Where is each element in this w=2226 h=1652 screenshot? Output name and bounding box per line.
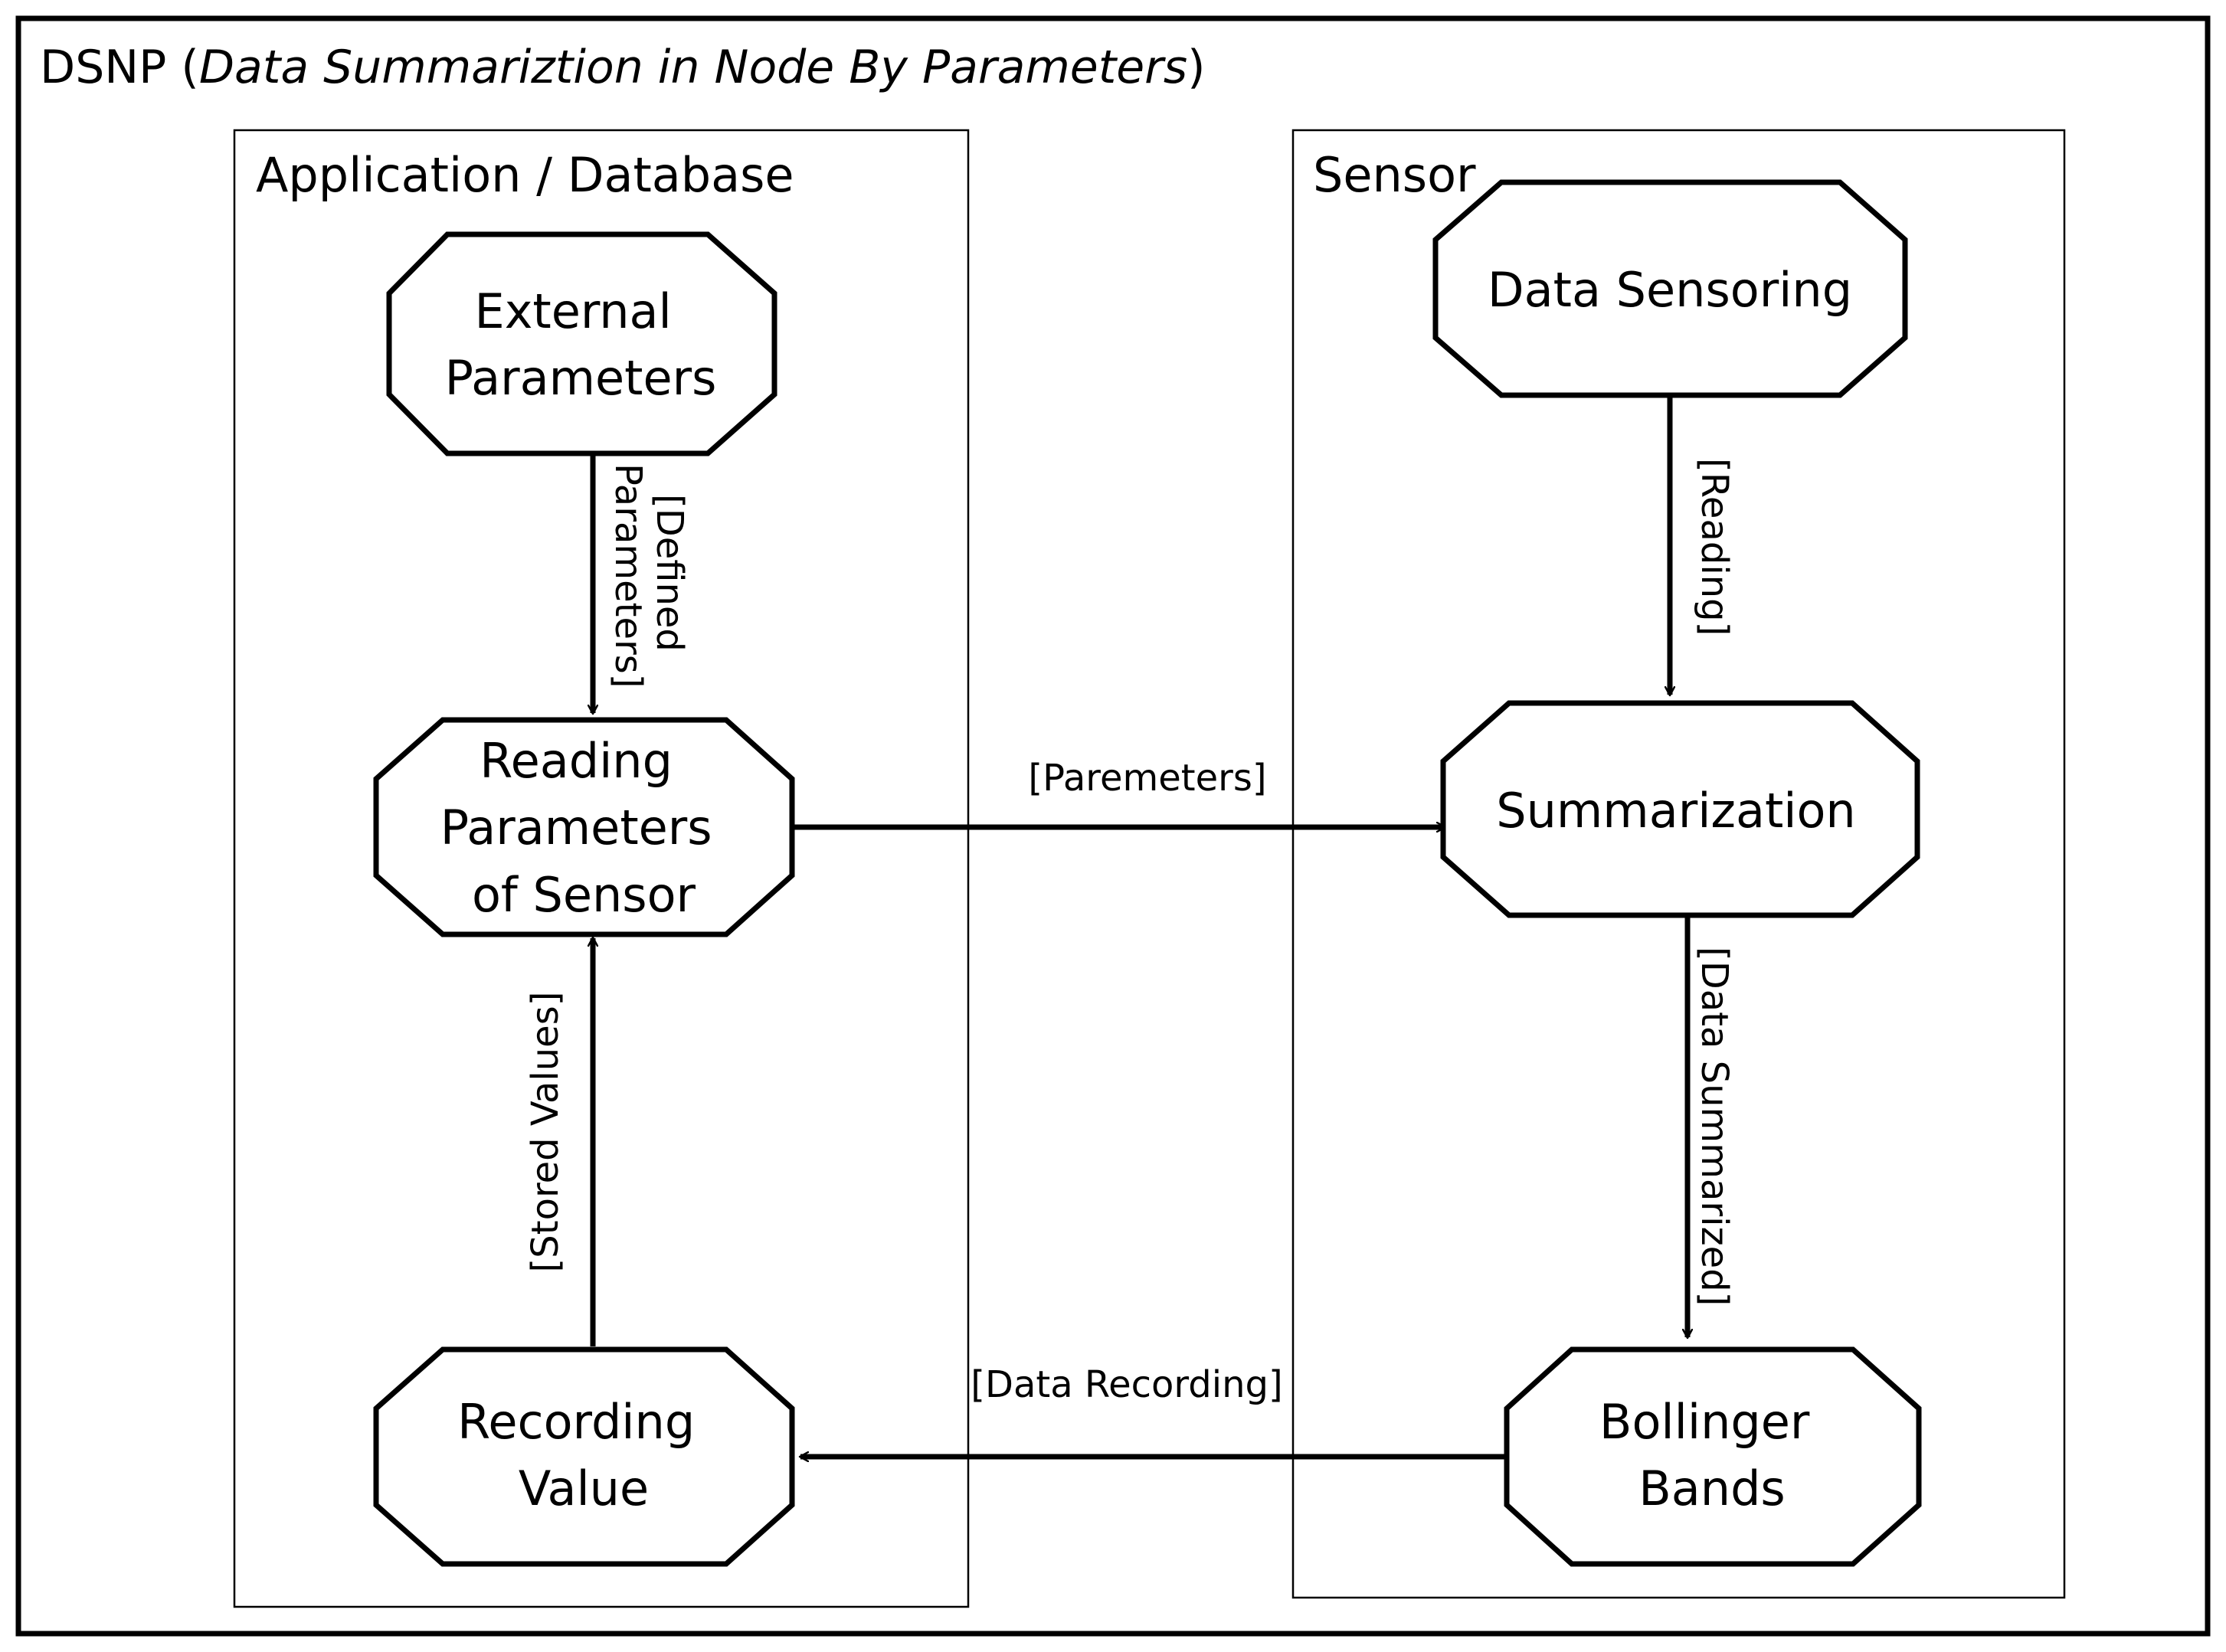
lane-sensor <box>1291 129 2066 1599</box>
edge-label-defined-parameters: Parameters] [Defined <box>607 463 691 700</box>
node-label-bollinger-bands: Bollinger Bands <box>1599 1394 1825 1516</box>
edge-label-paremeters: [Paremeters] <box>1028 757 1266 800</box>
edge-label-data-summarized: [Data Summarized] <box>1693 947 1736 1306</box>
node-label-external-parameters: External Parameters <box>445 283 717 406</box>
title-prefix: DSNP ( <box>40 41 199 94</box>
diagram-title: DSNP (Data Summariztion in Node By Param… <box>40 41 1206 94</box>
title-italic: Data Summariztion in Node By Parameters <box>199 41 1187 94</box>
node-bollinger-bands <box>1504 1346 1922 1567</box>
node-summarization <box>1440 700 1920 918</box>
edge-label-data-recording: [Data Recording] <box>971 1363 1282 1406</box>
node-reading-parameters-of-sensor <box>373 717 795 937</box>
node-label-data-sensoring: Data Sensoring <box>1488 262 1852 318</box>
node-data-sensoring <box>1432 179 1908 398</box>
node-label-summarization: Summarization <box>1496 783 1855 839</box>
edge-label-stored-values: [Stored Values] <box>524 992 567 1273</box>
lane-application-database <box>233 129 970 1608</box>
title-suffix: ) <box>1187 41 1205 94</box>
node-recording-value <box>373 1346 795 1567</box>
node-external-parameters <box>386 231 777 456</box>
outer-frame <box>15 15 2211 1637</box>
node-label-recording-value: Recording Value <box>457 1394 710 1516</box>
node-label-reading-parameters-of-sensor: Reading Parameters of Sensor <box>440 733 728 923</box>
lane-label-application-database: Application / Database <box>256 147 794 203</box>
edge-label-reading: [Reading] <box>1693 458 1736 636</box>
lane-label-sensor: Sensor <box>1313 147 1476 203</box>
